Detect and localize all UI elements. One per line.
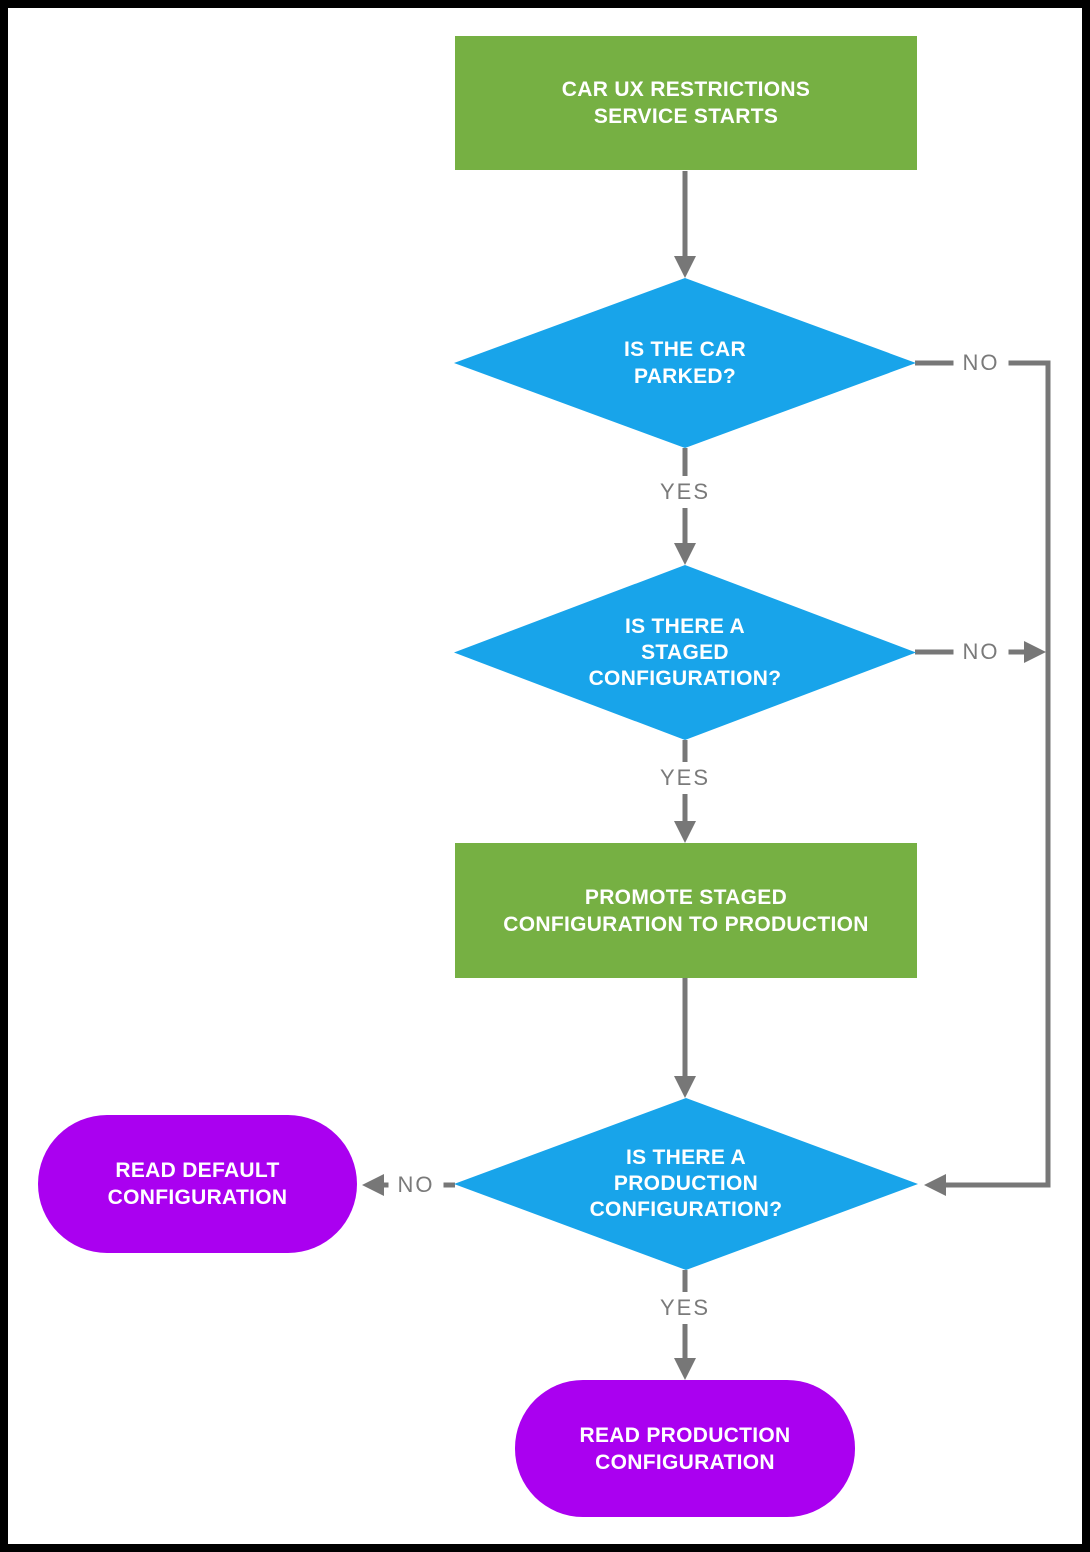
arrowhead-left [924,1174,946,1196]
edge-start-to-parked [674,171,696,278]
edge-label-parked-no: NO [953,347,1009,379]
edge-label-production-yes: YES [650,1292,720,1324]
arrowhead-down [674,1358,696,1380]
arrowhead-left [362,1174,384,1196]
arrowhead-right [1024,641,1046,663]
arrowhead-down [674,543,696,565]
node-read-default-configuration: READ DEFAULT CONFIGURATION [38,1115,357,1253]
arrowhead-down [674,256,696,278]
arrowhead-down [674,1076,696,1098]
edge-promote-to-production [674,978,696,1098]
edge-label-production-no: NO [388,1169,444,1201]
node-read-production-configuration: READ PRODUCTION CONFIGURATION [515,1380,855,1517]
edge-label-staged-yes: YES [650,762,720,794]
arrowhead-down [674,821,696,843]
node-start: CAR UX RESTRICTIONS SERVICE STARTS [455,36,917,170]
edge-parked-no-connector [915,360,1051,1196]
edge-label-parked-yes: YES [650,476,720,508]
node-promote-staged-configuration: PROMOTE STAGED CONFIGURATION TO PRODUCTI… [455,843,917,978]
edge-production-yes [674,1270,696,1380]
edge-label-staged-no: NO [953,636,1009,668]
